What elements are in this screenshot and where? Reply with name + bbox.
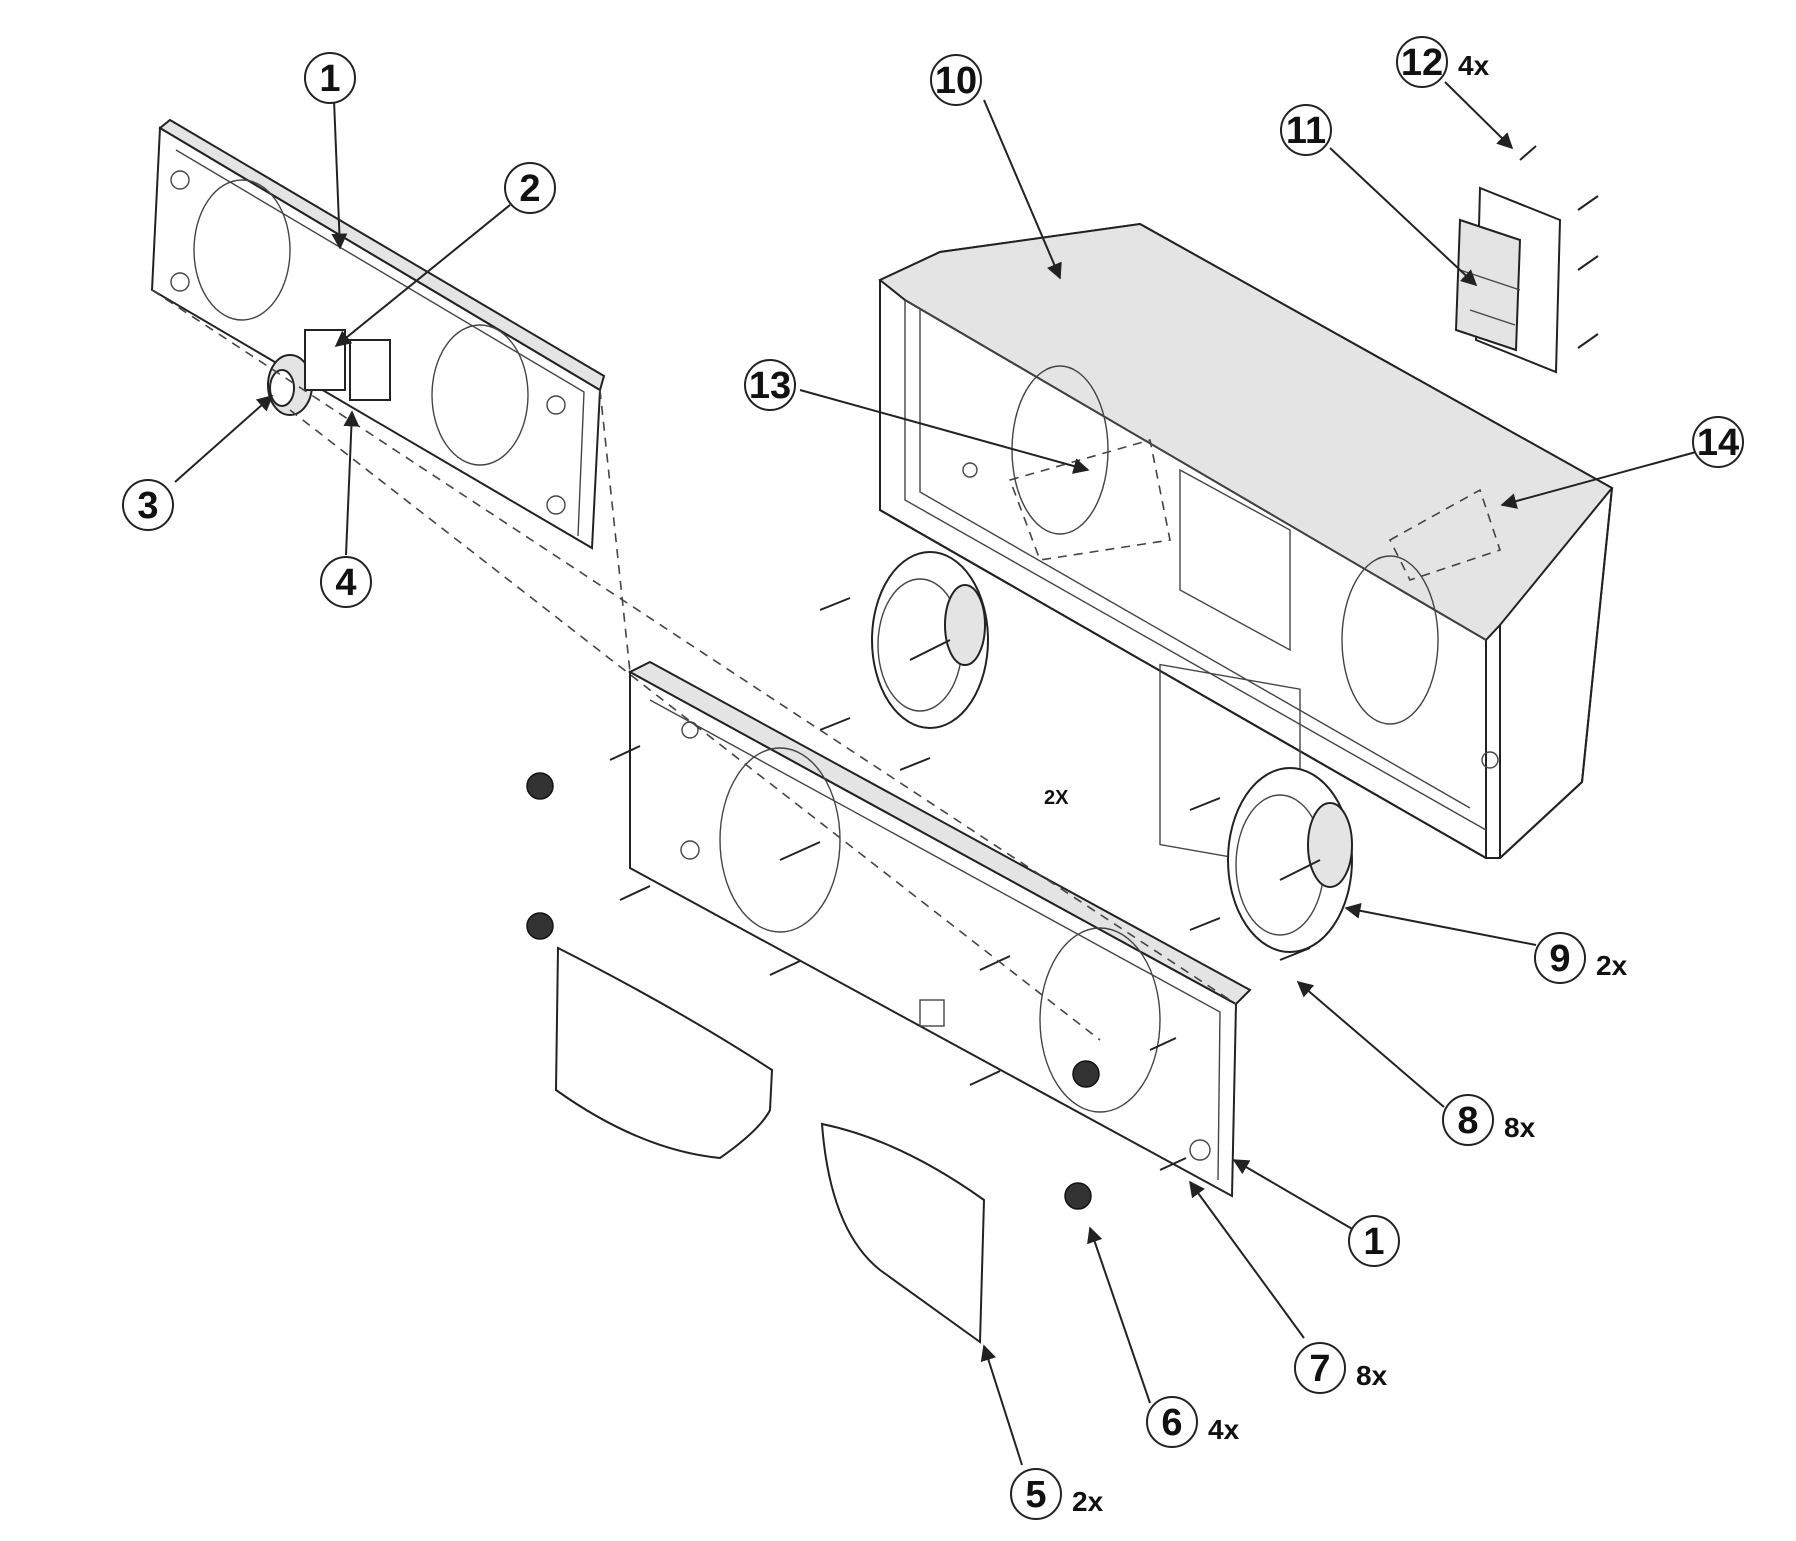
callout-number: 5: [1025, 1474, 1046, 1516]
callout-13: 13: [744, 359, 796, 411]
callout-number: 4: [335, 562, 356, 604]
floating-qty-label: 2X: [1044, 787, 1069, 809]
callout-3: 3: [122, 479, 174, 531]
terminal-cup: [1454, 186, 1562, 374]
woofer-driver-lower: [1189, 767, 1353, 961]
grille-cover-left: [554, 946, 774, 1160]
callout-number: 9: [1549, 938, 1570, 980]
callout-2: 2: [504, 162, 556, 214]
callout-1-top: 1: [304, 52, 356, 104]
rubber-feet: [526, 772, 1100, 1210]
terminal-screws: [1519, 145, 1599, 349]
front-baffle-upper: [150, 118, 606, 550]
callout-number: 7: [1309, 1348, 1330, 1390]
callout-number: 13: [749, 365, 791, 407]
tweeter-assembly: [267, 329, 391, 416]
callout-number: 2: [519, 168, 540, 210]
leader-arrows: [174, 81, 1697, 1466]
cabinet-enclosure: [878, 222, 1614, 871]
callout-qty: 2x: [1072, 1486, 1104, 1517]
callout-number: 1: [319, 58, 340, 100]
callout-qty: 8x: [1504, 1112, 1536, 1143]
callout-qty: 4x: [1208, 1414, 1240, 1445]
grille-cover-right: [820, 1122, 986, 1344]
callout-number: 6: [1161, 1402, 1182, 1444]
callout-number: 10: [935, 60, 977, 102]
callout-11: 11: [1280, 104, 1332, 156]
callout-6: 6 4x: [1146, 1396, 1240, 1448]
callout-qty: 2x: [1596, 950, 1628, 981]
callout-number: 14: [1697, 422, 1739, 464]
callout-number: 11: [1286, 110, 1326, 152]
callout-number: 1: [1363, 1221, 1384, 1263]
callout-5: 5 2x: [1010, 1468, 1104, 1520]
callout-9: 9 2x: [1534, 932, 1628, 984]
callout-14: 14: [1692, 416, 1744, 468]
callout-10: 10: [930, 54, 982, 106]
callout-number: 8: [1457, 1100, 1478, 1142]
callout-7: 7 8x: [1294, 1342, 1388, 1394]
callout-1-bottom: 1: [1348, 1215, 1400, 1267]
callout-number: 3: [137, 485, 158, 527]
callout-8: 8 8x: [1442, 1094, 1536, 1146]
callout-number: 12: [1401, 42, 1443, 84]
alignment-lines: [151, 289, 1237, 1041]
woofer-driver-upper: [819, 551, 989, 771]
callout-4: 4: [320, 556, 372, 608]
callout-qty: 4x: [1458, 50, 1490, 81]
callout-qty: 8x: [1356, 1360, 1388, 1391]
callout-12: 12 4x: [1396, 36, 1490, 88]
